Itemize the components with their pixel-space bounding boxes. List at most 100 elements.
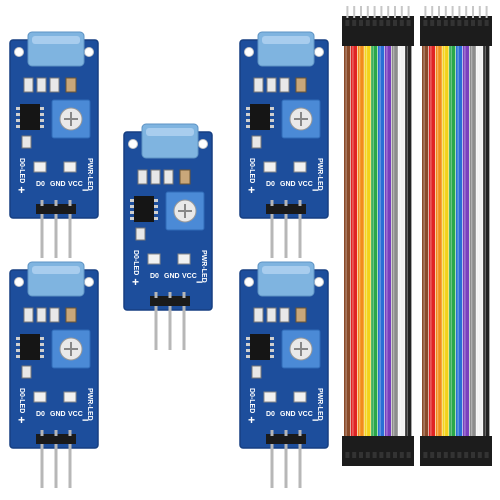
jumper-cables bbox=[342, 6, 492, 466]
header-pin-top bbox=[270, 200, 274, 206]
wire bbox=[391, 44, 398, 436]
connector-slot bbox=[379, 452, 384, 458]
mounting-hole bbox=[244, 47, 254, 57]
header-pin bbox=[168, 306, 172, 350]
connector-slot bbox=[430, 20, 435, 26]
chip-pin bbox=[246, 349, 250, 352]
switch-highlight bbox=[32, 266, 80, 274]
plus-sign: + bbox=[18, 413, 25, 427]
wire-shine bbox=[477, 44, 480, 436]
connector-slot bbox=[450, 20, 455, 26]
wire-shine bbox=[450, 44, 452, 436]
smd-resistor bbox=[253, 307, 264, 323]
chip-pin bbox=[154, 211, 158, 214]
plus-sign: + bbox=[248, 183, 255, 197]
connector-pin bbox=[438, 6, 440, 18]
chip-pin bbox=[246, 107, 250, 110]
connector-slot bbox=[477, 452, 482, 458]
header-pin bbox=[298, 214, 302, 258]
pwr-led-label: PWR-LED bbox=[316, 388, 323, 421]
wire bbox=[428, 44, 435, 436]
smd-led-icon bbox=[263, 161, 277, 173]
chip-pin bbox=[130, 199, 134, 202]
comparator-chip-icon bbox=[134, 196, 154, 222]
mounting-hole bbox=[128, 139, 138, 149]
smd-resistor bbox=[253, 77, 264, 93]
wire-shine bbox=[352, 44, 354, 436]
chip-pin bbox=[40, 337, 44, 340]
comparator-chip-icon bbox=[250, 104, 270, 130]
chip-pin bbox=[16, 125, 20, 128]
connector-pin bbox=[400, 6, 403, 18]
connector-slot bbox=[430, 452, 435, 458]
smd-resistor bbox=[135, 227, 146, 241]
smd-led-icon bbox=[147, 253, 161, 265]
wire bbox=[357, 44, 364, 436]
chip-pin bbox=[16, 119, 20, 122]
chip-pin bbox=[130, 205, 134, 208]
connector-pin bbox=[346, 6, 349, 18]
connector-pin bbox=[407, 6, 410, 18]
wire bbox=[422, 44, 429, 436]
smd-led-icon bbox=[293, 161, 307, 173]
smd-resistor bbox=[266, 77, 277, 93]
connector-pin bbox=[472, 6, 474, 18]
smd-resistor bbox=[23, 77, 34, 93]
connector-pin bbox=[424, 6, 427, 18]
wire bbox=[384, 44, 391, 436]
wire bbox=[449, 44, 456, 436]
connector-slot bbox=[352, 20, 357, 26]
connector-pin bbox=[485, 6, 488, 18]
connector-slot bbox=[457, 452, 462, 458]
smd-capacitor bbox=[65, 77, 77, 93]
chip-pin bbox=[270, 343, 274, 346]
smd-resistor bbox=[251, 135, 262, 149]
chip-pin bbox=[246, 125, 250, 128]
connector-slot bbox=[372, 20, 377, 26]
connector-slot bbox=[393, 452, 397, 458]
connector-pin bbox=[380, 6, 383, 18]
connector-pin bbox=[458, 6, 461, 18]
pin-label-d0: D0 bbox=[150, 273, 159, 280]
smd-resistor bbox=[163, 169, 174, 185]
chip-pin bbox=[16, 337, 20, 340]
connector-pin bbox=[387, 6, 390, 18]
mounting-hole bbox=[84, 47, 94, 57]
smd-capacitor bbox=[179, 169, 191, 185]
wire-shine bbox=[437, 44, 439, 436]
chip-pin bbox=[40, 355, 44, 358]
wire bbox=[344, 44, 351, 436]
smd-resistor bbox=[137, 169, 148, 185]
header-pin-top bbox=[54, 200, 58, 206]
pin-header-icon bbox=[36, 204, 76, 214]
pwr-led-label: PWR-LED bbox=[316, 158, 323, 191]
smd-led-icon bbox=[293, 391, 307, 403]
smd-resistor bbox=[266, 307, 277, 323]
header-pin bbox=[40, 214, 44, 258]
connector-slot bbox=[345, 20, 350, 26]
header-pin bbox=[54, 444, 58, 488]
chip-pin bbox=[270, 337, 274, 340]
pin-label-gnd: GND bbox=[280, 181, 296, 188]
chip-pin bbox=[154, 205, 158, 208]
pin-label-d0: D0 bbox=[36, 181, 45, 188]
header-pin bbox=[154, 306, 158, 350]
smd-resistor bbox=[279, 307, 290, 323]
connector-slot bbox=[406, 20, 411, 26]
mounting-hole bbox=[198, 139, 208, 149]
connector-slot bbox=[399, 20, 404, 26]
header-pin-top bbox=[68, 430, 72, 436]
do-led-label: D0-LED bbox=[18, 388, 25, 413]
switch-highlight bbox=[262, 36, 310, 44]
wire-shine bbox=[423, 44, 425, 436]
connector-slot bbox=[471, 452, 475, 458]
header-pin-top bbox=[68, 200, 72, 206]
pin-header-icon bbox=[266, 434, 306, 444]
connector-slot bbox=[464, 20, 469, 26]
header-pin-top bbox=[298, 430, 302, 436]
header-pin bbox=[270, 444, 274, 488]
connector-pin bbox=[444, 6, 447, 18]
wire bbox=[442, 44, 449, 436]
